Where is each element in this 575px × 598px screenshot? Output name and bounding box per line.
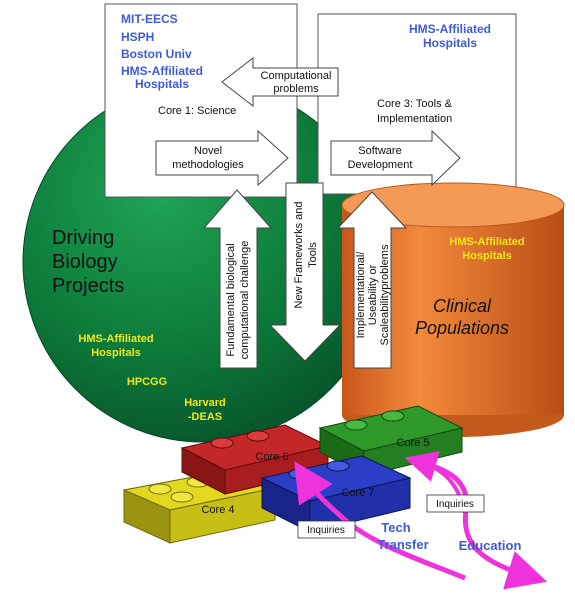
dbp-title-3: Projects [52, 275, 124, 297]
software-development-label-2: Development [348, 159, 413, 171]
clinical-title-2: Populations [415, 318, 509, 338]
inquiries-left-label: Inquiries [307, 525, 345, 536]
novel-methodologies-label-2: methodologies [172, 159, 244, 171]
software-development-label-1: Software [358, 145, 401, 157]
core6-block: Core 6 [180, 424, 330, 495]
new-frameworks-arrow: New Frameworks and Tools [268, 182, 342, 362]
dbp-member-hpcgg: HPCGG [127, 376, 167, 388]
fundamental-challenge-label-2: computational challenge [239, 241, 251, 360]
core1-inst-mit: MIT-EECS [121, 12, 178, 26]
core1-inst-hsph: HSPH [121, 30, 154, 44]
fundamental-challenge-arrow: Fundamental biological computational cha… [202, 189, 273, 369]
clinical-affiliation-1: HMS-Affiliated [449, 236, 524, 248]
core6-label: Core 6 [255, 451, 288, 463]
education-label: Education [459, 538, 522, 553]
inquiries-right-label: Inquiries [436, 499, 474, 510]
dbp-member-deas: -DEAS [188, 411, 222, 423]
fundamental-challenge-label-1: Fundamental biological [225, 243, 237, 356]
tech-transfer-label-1: Tech [381, 520, 410, 535]
implementational-label-1: Implementational/ [355, 251, 367, 339]
core1-inst-bu: Boston Univ [121, 47, 192, 61]
dbp-member-hospitals: Hospitals [91, 347, 141, 359]
core1-label: Core 1: Science [158, 105, 236, 117]
novel-methodologies-arrow: Novel methodologies [155, 129, 289, 187]
dbp-member-harvard: Harvard [184, 397, 226, 409]
core4-label: Core 4 [201, 504, 234, 516]
inquiries-left: Inquiries [297, 520, 356, 539]
computational-problems-label-2: problems [273, 83, 319, 95]
software-development-arrow: Software Development [330, 129, 461, 187]
implementational-label-2: Useability or [367, 264, 379, 325]
education-flow [419, 459, 548, 590]
core7-label: Core 7 [341, 487, 374, 499]
tech-transfer-label-2: Transfer [377, 537, 428, 552]
dbp-member-hms: HMS-Affiliated [78, 333, 153, 345]
inquiries-right: Inquiries [426, 494, 485, 513]
implementational-problems-arrow: Implementational/ Useability or Scaleabi… [336, 191, 408, 369]
novel-methodologies-label-1: Novel [194, 145, 222, 157]
dbp-title-1: Driving [52, 227, 114, 249]
clinical-affiliation-2: Hospitals [462, 250, 512, 262]
core3-label-2: Implementation [377, 113, 452, 125]
new-frameworks-label-2: Tools [307, 242, 319, 268]
new-frameworks-label-1: New Frameworks and [293, 202, 305, 309]
core1-inst-hms: HMS-Affiliated [121, 64, 203, 78]
core3-inst-hospitals: Hospitals [423, 36, 477, 50]
computational-problems-label-1: Computational [261, 70, 332, 82]
implementational-label-3: Scaleabilityproblems [379, 244, 391, 345]
dbp-title-2: Biology [52, 251, 118, 273]
computational-problems-arrow: Computational problems [221, 56, 339, 108]
core1-inst-hospitals: Hospitals [135, 77, 189, 91]
core3-inst-hms: HMS-Affiliated [409, 22, 491, 36]
clinical-title-1: Clinical [433, 296, 492, 316]
core5-label: Core 5 [396, 437, 429, 449]
core3-label-1: Core 3: Tools & [377, 98, 453, 110]
